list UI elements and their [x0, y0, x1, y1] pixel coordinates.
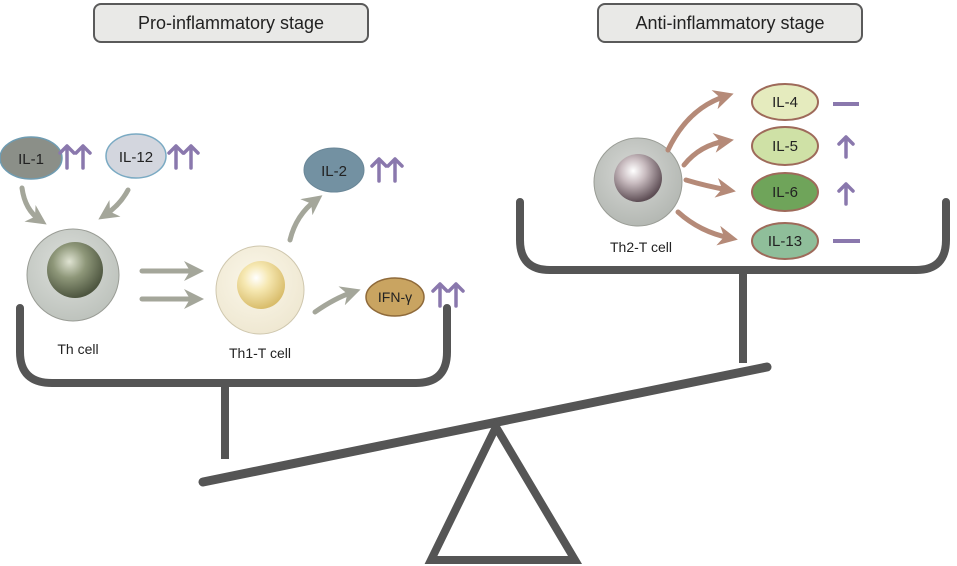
pro-inflammatory-stage-label: Pro-inflammatory stage — [93, 3, 369, 43]
arrow-il1-to-th — [19, 185, 47, 225]
anti-inflammatory-stage-label: Anti-inflammatory stage — [597, 3, 863, 43]
left-pan — [16, 304, 451, 387]
il1-label: IL-1 — [18, 151, 44, 168]
pro-inflammatory-side: IL-1 IL-12 Th cell Th1-T cell IL-2 — [0, 133, 465, 361]
th-cell-label: Th cell — [57, 341, 98, 357]
il6-label: IL-6 — [772, 184, 798, 201]
fulcrum-triangle — [424, 418, 583, 564]
il6-up-arrow-icon — [837, 182, 855, 206]
th-cell-nucleus — [47, 242, 103, 298]
il12-label: IL-12 — [119, 149, 153, 166]
il1-oval — [0, 136, 63, 180]
arrow-il12-to-th — [98, 187, 131, 220]
il5-oval — [751, 126, 819, 166]
th2-cell-nucleus — [614, 154, 662, 202]
ifn-up-arrows-icon — [431, 282, 465, 308]
arrow-th2-to-il6 — [683, 177, 736, 198]
il4-oval — [751, 83, 819, 121]
ifn-oval — [365, 277, 425, 317]
il2-up-arrows-icon — [370, 157, 404, 183]
anti-inflammatory-side: Th2-T cell IL-4 IL-5 IL-6 IL-13 — [593, 83, 860, 260]
seesaw-beam — [198, 362, 772, 487]
arrow-th2-to-il13 — [675, 209, 738, 246]
il2-oval — [303, 147, 365, 193]
arrow-th1-to-il2 — [287, 195, 323, 243]
il6-oval — [751, 172, 819, 212]
il13-oval — [751, 222, 819, 260]
arrow-th1-to-ifn — [312, 286, 361, 315]
il5-up-arrow-icon — [837, 135, 855, 159]
il1-up-arrows-icon — [58, 144, 92, 170]
il12-up-arrows-icon — [167, 144, 200, 170]
th2-cell-label: Th2-T cell — [610, 239, 672, 255]
arrow-th2-to-il5 — [681, 132, 734, 168]
seesaw-scale — [16, 198, 950, 564]
th1-cell-nucleus — [237, 261, 285, 309]
th1-cell-label: Th1-T cell — [229, 345, 291, 361]
il13-label: IL-13 — [768, 233, 802, 250]
il5-label: IL-5 — [772, 138, 798, 155]
il4-label: IL-4 — [772, 94, 798, 111]
ifn-label: IFN-γ — [378, 289, 412, 305]
il12-oval — [105, 133, 167, 179]
arrow-th2-to-il4 — [665, 90, 734, 153]
il2-label: IL-2 — [321, 163, 347, 180]
right-pan — [516, 198, 950, 274]
